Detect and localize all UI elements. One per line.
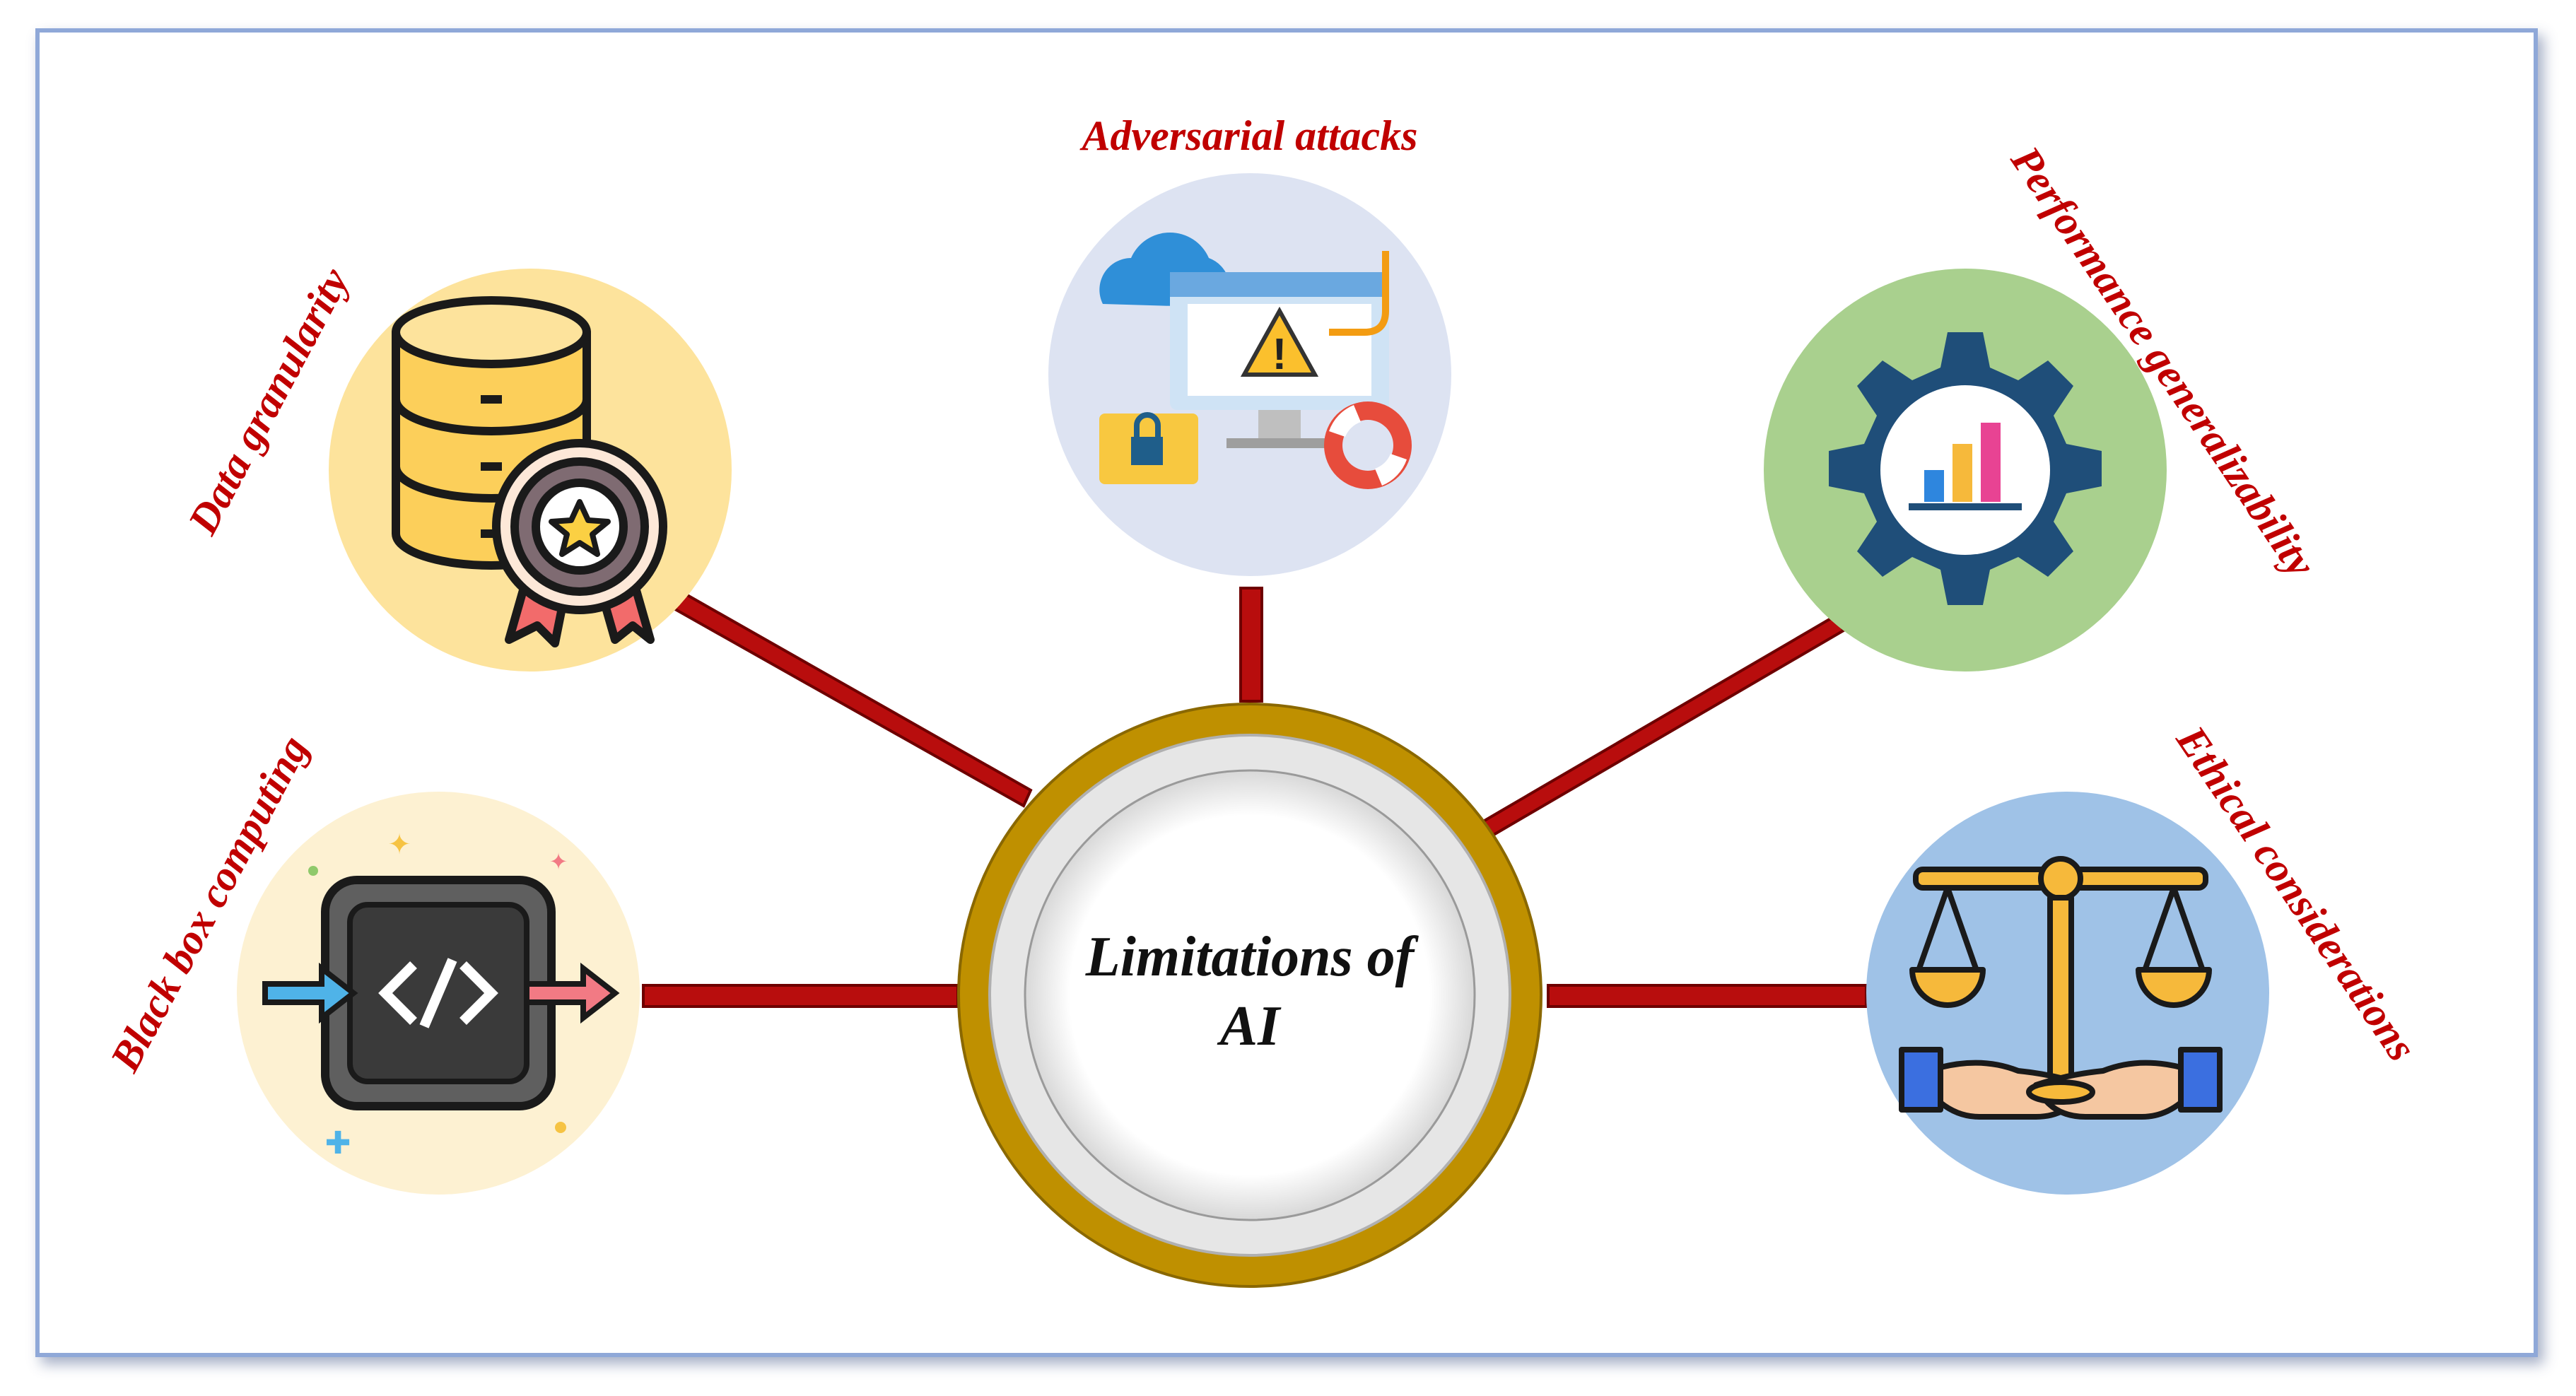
connectors <box>642 587 1868 1008</box>
svg-text:!: ! <box>1272 330 1287 379</box>
node-data-granularity: Data granularity <box>179 260 732 671</box>
gear-chart-icon <box>1829 332 2102 605</box>
connector-adversarial-attacks <box>1239 587 1263 703</box>
node-performance-generalizability: Performance generalizability <box>1764 138 2325 671</box>
computer-warning-icon: ! <box>1099 232 1412 489</box>
svg-text:✦: ✦ <box>387 828 411 861</box>
center-title-line1: Limitations of <box>1085 926 1419 988</box>
node-adversarial-attacks: ! Adversarial attacks <box>1048 112 1451 576</box>
svg-text:✦: ✦ <box>549 848 568 875</box>
center-title-line2: AI <box>1217 995 1282 1057</box>
database-award-icon <box>392 296 667 647</box>
node-black-box-computing: ✦ ✦ ✚ Black box computing <box>101 728 640 1195</box>
connector-performance-generalizability <box>1477 614 1846 840</box>
connector-black-box-computing <box>642 984 959 1008</box>
connector-data-granularity <box>668 588 1033 808</box>
code-box-icon: ✦ ✦ ✚ <box>262 828 620 1161</box>
label-adversarial-attacks: Adversarial attacks <box>1079 112 1418 159</box>
connector-ethical-considerations <box>1547 984 1868 1008</box>
scales-hands-icon <box>1899 856 2223 1120</box>
center-hub: Limitations of AI <box>957 703 1542 1288</box>
svg-text:✚: ✚ <box>325 1125 351 1161</box>
node-ethical-considerations: Ethical considerations <box>1866 717 2425 1195</box>
